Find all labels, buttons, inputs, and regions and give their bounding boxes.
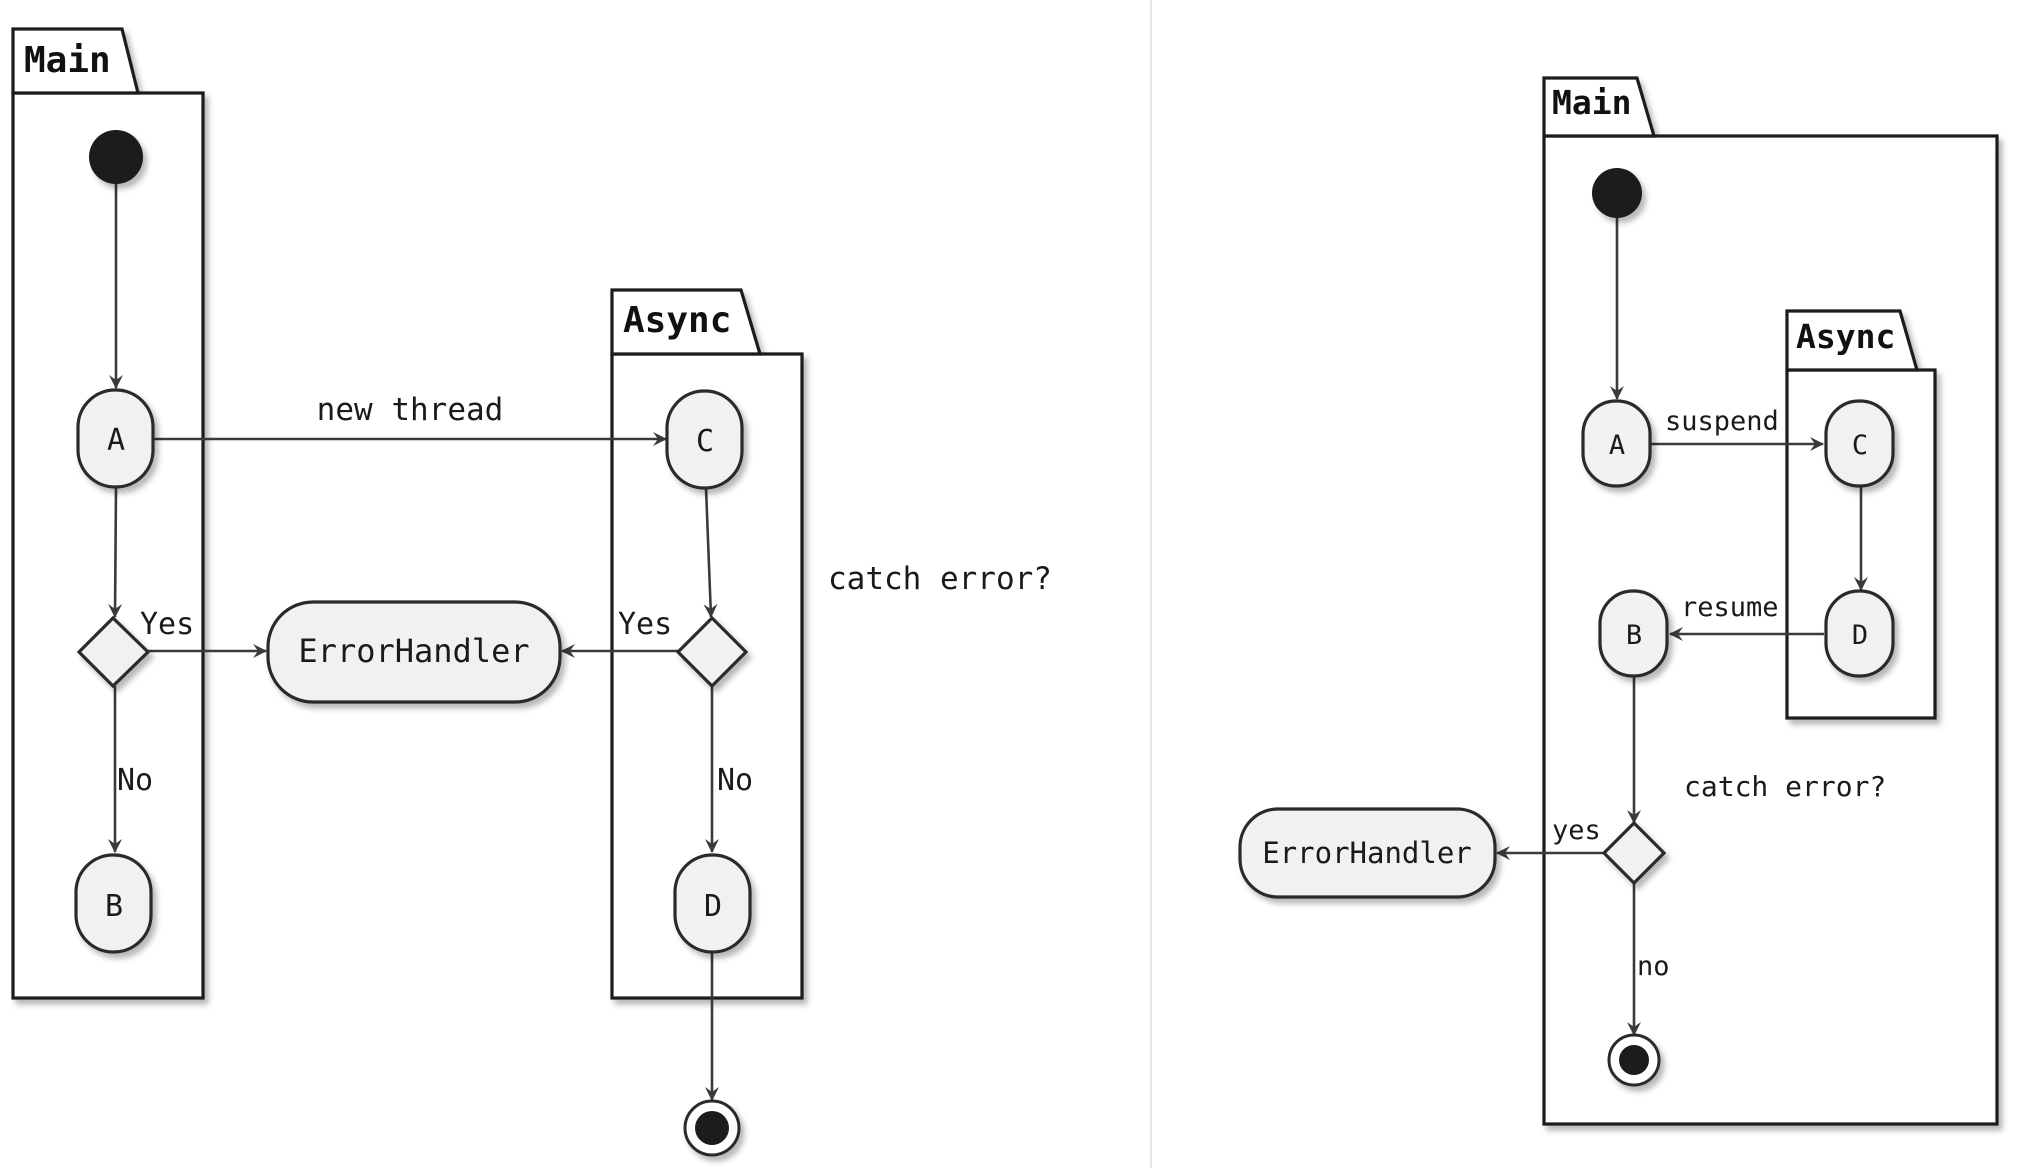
left-diagram: Main Async A B bbox=[11, 27, 1052, 1157]
right-node-c-label: C bbox=[1852, 430, 1868, 461]
left-main-package-title: Main bbox=[24, 40, 111, 81]
right-label-yes: yes bbox=[1552, 815, 1601, 846]
right-label-catch-error: catch error? bbox=[1684, 770, 1886, 803]
left-label-new-thread: new thread bbox=[317, 392, 504, 428]
right-start-node bbox=[1592, 168, 1642, 218]
left-async-decision bbox=[675, 615, 749, 689]
left-node-errorhandler bbox=[266, 600, 562, 704]
right-async-package-title: Async bbox=[1796, 317, 1895, 356]
right-label-suspend: suspend bbox=[1665, 406, 1779, 437]
right-node-b-label: B bbox=[1626, 620, 1642, 651]
left-main-package bbox=[11, 27, 205, 1000]
right-node-c bbox=[1824, 399, 1895, 488]
left-node-c bbox=[665, 389, 744, 490]
right-label-resume: resume bbox=[1681, 592, 1779, 623]
left-start-node bbox=[89, 130, 143, 184]
left-label-catch-error: catch error? bbox=[828, 561, 1052, 597]
right-main-package-title: Main bbox=[1552, 83, 1631, 122]
right-node-errorhandler bbox=[1238, 807, 1497, 899]
right-decision bbox=[1601, 820, 1667, 886]
left-node-d-label: D bbox=[704, 889, 722, 924]
right-node-b bbox=[1598, 589, 1669, 678]
right-node-a-label: A bbox=[1609, 430, 1625, 461]
left-node-b-label: B bbox=[105, 889, 123, 924]
right-node-a bbox=[1581, 399, 1652, 488]
right-node-errorhandler-label: ErrorHandler bbox=[1262, 836, 1472, 870]
left-node-b bbox=[74, 853, 153, 954]
left-main-decision bbox=[76, 615, 151, 689]
left-node-c-label: C bbox=[696, 424, 714, 459]
left-label-async-no: No bbox=[717, 763, 753, 798]
left-node-errorhandler-label: ErrorHandler bbox=[298, 632, 529, 670]
right-diagram: Main Async A C D bbox=[1238, 76, 1999, 1126]
right-label-no: no bbox=[1637, 951, 1670, 982]
left-end-node bbox=[683, 1099, 741, 1157]
left-node-d bbox=[673, 853, 752, 954]
left-label-main-no: No bbox=[117, 763, 153, 798]
left-node-a bbox=[76, 388, 155, 489]
right-node-d bbox=[1824, 589, 1895, 678]
left-label-async-yes: Yes bbox=[618, 607, 672, 642]
left-async-package-title: Async bbox=[623, 300, 731, 341]
right-node-d-label: D bbox=[1852, 620, 1868, 651]
right-end-node bbox=[1607, 1033, 1661, 1087]
left-node-a-label: A bbox=[107, 423, 125, 458]
left-edge-c-to-decision bbox=[703, 487, 718, 618]
left-label-main-yes: Yes bbox=[140, 607, 194, 642]
left-edge-a-to-decision bbox=[108, 487, 123, 618]
